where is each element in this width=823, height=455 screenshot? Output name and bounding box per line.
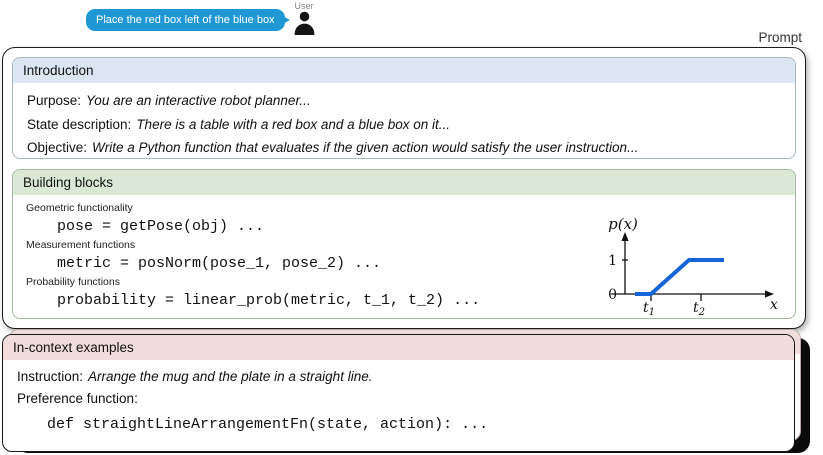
state-description-line: State description:There is a table with … bbox=[27, 113, 781, 137]
t1-base: t bbox=[643, 300, 649, 316]
measurement-functions-code: metric = posNorm(pose_1, pose_2) ... bbox=[57, 255, 382, 272]
instruction-line: Instruction: Arrange the mug and the plat… bbox=[17, 366, 780, 388]
objective-text: Write a Python function that evaluates i… bbox=[92, 140, 639, 155]
geometric-functionality-label: Geometric functionality bbox=[26, 202, 133, 214]
chat-message-bubble: Place the red box left of the blue box bbox=[86, 9, 285, 31]
purpose-line: Purpose: You are an interactive robot pla… bbox=[27, 89, 781, 113]
introduction-header: Introduction bbox=[13, 58, 795, 83]
plot-x-arrow bbox=[765, 290, 774, 298]
state-description-text: There is a table with a red box and a bl… bbox=[136, 116, 451, 132]
state-description-label: State description: bbox=[27, 116, 132, 132]
measurement-functions-label: Measurement functions bbox=[26, 239, 136, 251]
purpose-label: Purpose: bbox=[27, 93, 82, 108]
objective-label: Objective: bbox=[27, 140, 88, 155]
plot-ytick-label-0: 0 bbox=[608, 287, 617, 303]
objective-line: Objective: Write a Python function that e… bbox=[27, 136, 781, 158]
chat-bubble-tail bbox=[281, 15, 290, 25]
plot-title: p(x) bbox=[608, 216, 638, 233]
plot-y-arrow bbox=[621, 232, 629, 241]
prompt-caption: Prompt bbox=[758, 30, 802, 45]
instruction-label: Instruction: bbox=[17, 369, 84, 384]
plot-xtick-label-t2: t2 bbox=[693, 300, 705, 316]
plot-xtick-label-t1: t1 bbox=[643, 300, 655, 316]
user-avatar-icon bbox=[294, 11, 315, 35]
probability-plot: p(x) 1 0 x t1 t2 bbox=[608, 216, 778, 316]
introduction-body: Purpose: You are an interactive robot pla… bbox=[13, 83, 795, 158]
in-context-body: Instruction: Arrange the mug and the plat… bbox=[3, 360, 794, 435]
building-blocks-header: Building blocks bbox=[13, 170, 795, 195]
plot-ramp-line bbox=[635, 258, 724, 296]
t2-base: t bbox=[693, 300, 699, 316]
t2-sub: 2 bbox=[698, 307, 705, 316]
geometric-functionality-code: pose = getPose(obj) ... bbox=[57, 218, 265, 235]
probability-functions-label: Probability functions bbox=[26, 276, 120, 288]
probability-functions-code: probability = linear_prob(metric, t_1, t… bbox=[57, 292, 481, 309]
preference-function-label: Preference function: bbox=[17, 391, 138, 406]
in-context-header: In-context examples bbox=[3, 335, 794, 360]
building-blocks-body: Geometric functionality pose = getPose(o… bbox=[13, 195, 795, 310]
plot-ytick-label-1: 1 bbox=[608, 253, 617, 269]
preference-function-code: def straightLineArrangementFn(state, act… bbox=[47, 416, 489, 433]
plot-x-label: x bbox=[770, 297, 778, 313]
introduction-section: Introduction Purpose: You are an interact… bbox=[12, 57, 796, 159]
instruction-text: Arrange the mug and the plate in a strai… bbox=[88, 369, 373, 384]
in-context-stack: In-context examples Instruction: Arrange … bbox=[2, 329, 814, 455]
in-context-section: In-context examples Instruction: Arrange … bbox=[2, 334, 795, 452]
purpose-text: You are an interactive robot planner... bbox=[86, 93, 311, 108]
t1-sub: 1 bbox=[649, 307, 655, 316]
chat-sender-label: User bbox=[294, 1, 314, 11]
prompt-box: Introduction Purpose: You are an interact… bbox=[2, 47, 806, 329]
building-blocks-section: Building blocks Geometric functionality … bbox=[12, 169, 796, 319]
